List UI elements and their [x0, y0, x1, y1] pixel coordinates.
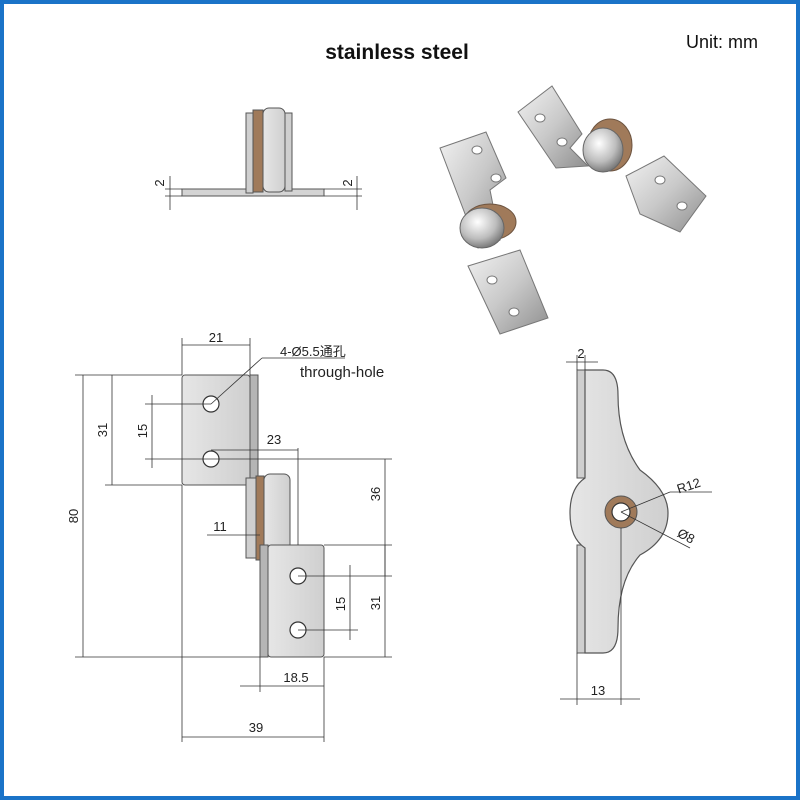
dim-height-31-bottom: 31 [368, 596, 383, 610]
dim-width-18-5: 18.5 [283, 670, 308, 685]
side-view: 2 R12 Ø8 13 [560, 346, 712, 705]
front-view: 21 4-Ø5.5通孔 through-hole 80 31 15 23 36 … [66, 330, 392, 742]
dim-top-right-thickness: 2 [340, 179, 355, 186]
dim-offset-23: 23 [267, 432, 281, 447]
top-view-right-leaf [284, 112, 293, 192]
top-view-left-leaf [245, 112, 254, 194]
dim-side-thickness: 2 [577, 346, 584, 361]
dim-height-80: 80 [66, 509, 81, 523]
dim-height-36: 36 [368, 487, 383, 501]
side-view-upper-plate [576, 369, 586, 479]
product-photo [439, 85, 707, 335]
photo-hinge2-lower-leaf [625, 155, 707, 233]
dim-height-31-top: 31 [95, 423, 110, 437]
unit-label: Unit: mm [686, 32, 758, 52]
dim-offset-11: 11 [213, 519, 227, 534]
front-view-lower-leaf [267, 544, 325, 658]
dim-width-13: 13 [591, 683, 605, 698]
dim-spacing-15-bottom: 15 [333, 597, 348, 611]
photo-hinge1-lower-leaf [467, 249, 549, 335]
front-view-upper-leaf [181, 374, 251, 486]
hole-callout: 4-Ø5.5通孔 [280, 344, 346, 359]
dim-top-left-thickness: 2 [152, 179, 167, 186]
dim-width-39: 39 [249, 720, 263, 735]
hole-callout-english: through-hole [300, 364, 384, 381]
photo-hinge2-upper-leaf [517, 85, 590, 169]
dim-width-21: 21 [209, 330, 223, 345]
top-view: 2 2 [152, 107, 362, 210]
photo-hinge2-knob [582, 127, 624, 173]
dim-diameter: Ø8 [675, 525, 697, 546]
dim-spacing-15-top: 15 [135, 424, 150, 438]
top-view-washer [252, 109, 264, 193]
top-view-pivot [262, 107, 286, 193]
photo-hinge1-knob [459, 207, 505, 249]
page-title: stainless steel [325, 41, 469, 64]
dim-radius: R12 [675, 475, 702, 497]
side-view-lower-plate [576, 544, 586, 654]
